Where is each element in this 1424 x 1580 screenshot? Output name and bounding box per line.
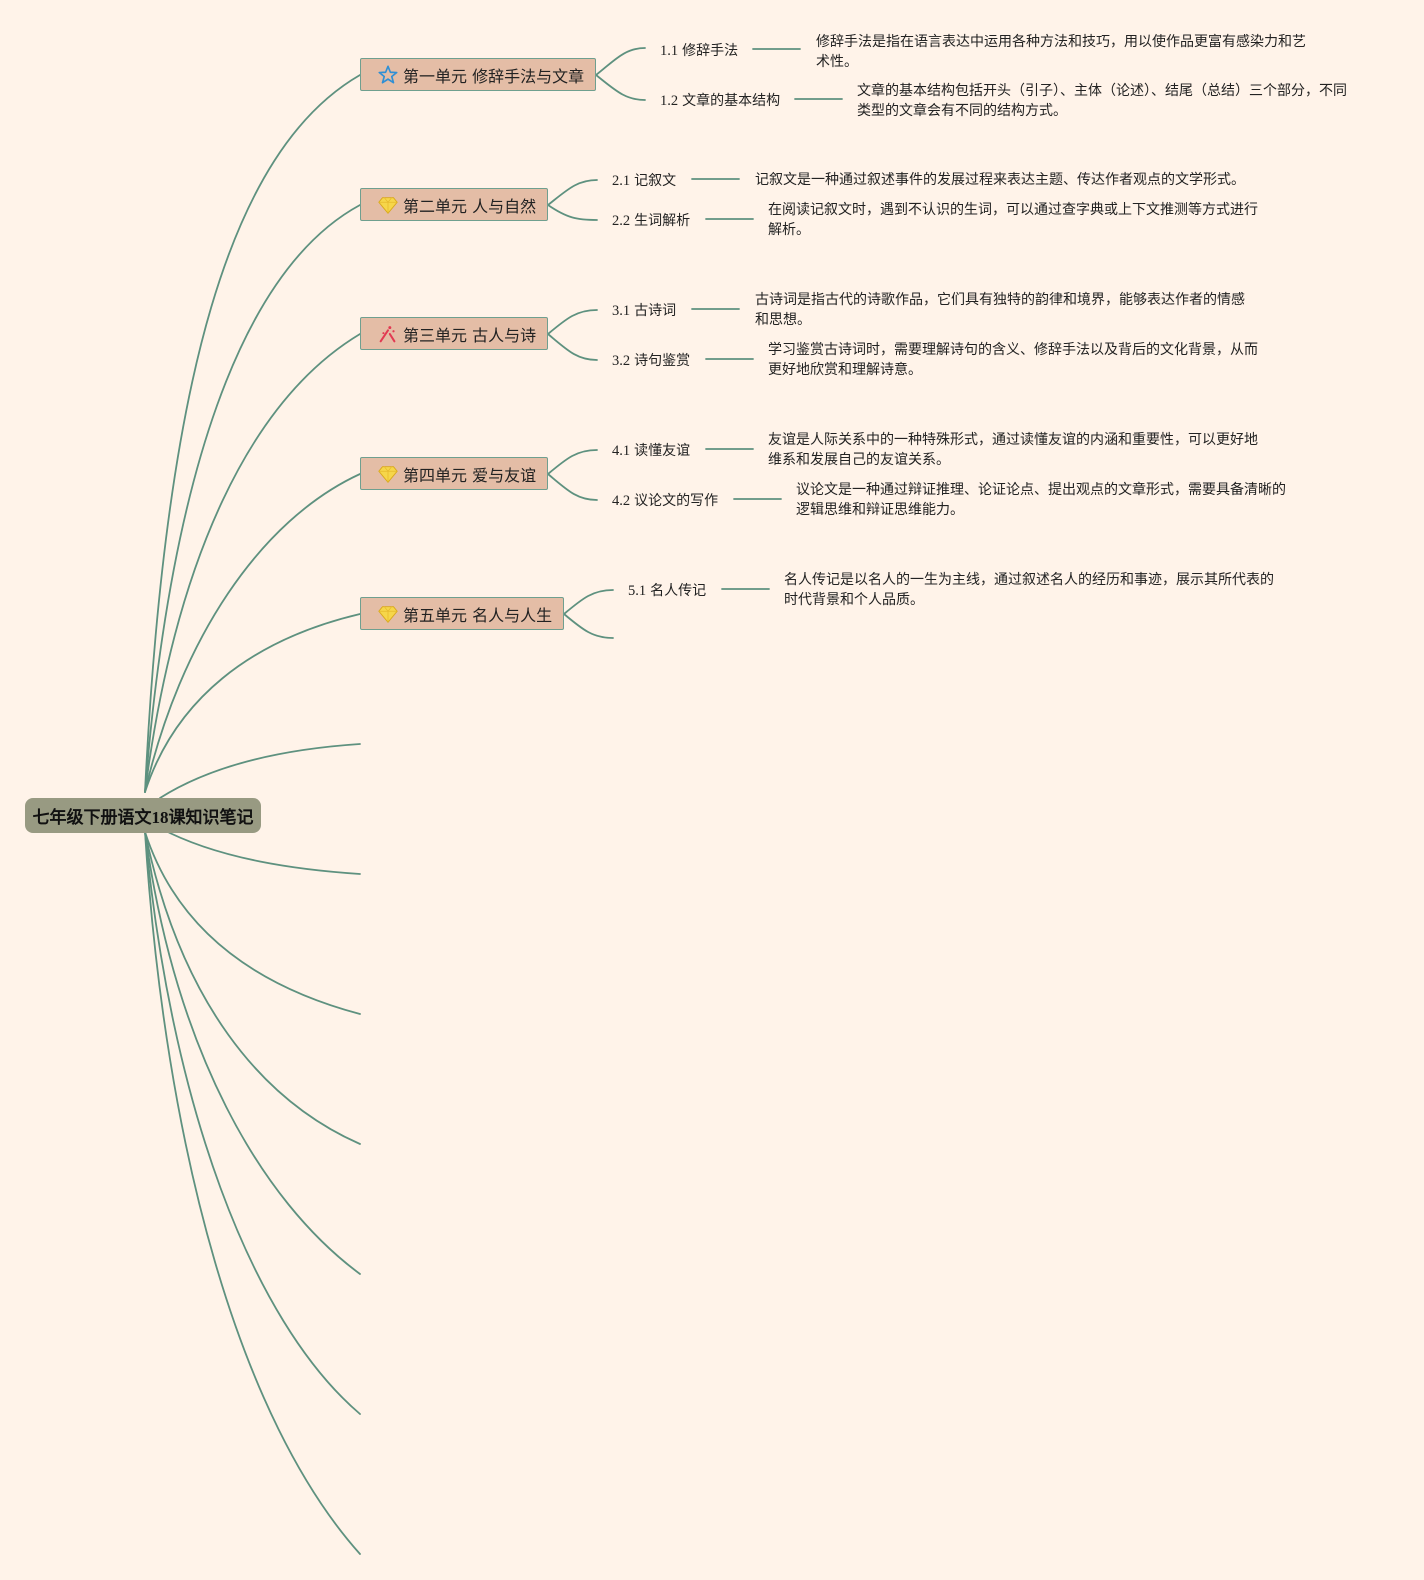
connector-unit4-sub1 <box>547 449 598 475</box>
sub-label: 读懂友谊 <box>634 443 691 459</box>
unit-node-4[interactable]: 第四单元 爱与友谊 <box>360 457 548 490</box>
sub-label: 生词解析 <box>634 213 691 229</box>
unit-node-1[interactable]: 第一单元 修辞手法与文章 <box>360 58 596 91</box>
connector-unit1-sub1 <box>595 47 646 76</box>
star-icon <box>377 64 399 86</box>
desc-3-2: 学习鉴赏古诗词时，需要理解诗句的含义、修辞手法以及背后的文化背景，从而更好地欣赏… <box>768 342 1258 378</box>
connector-empty-4 <box>144 831 361 1145</box>
sub-label: 文章的基本结构 <box>682 93 781 109</box>
unit-label: 第二单元 人与自然 <box>403 196 537 216</box>
unit-label: 第三单元 古人与诗 <box>403 325 537 345</box>
root-title: 七年级下册语文18课知识笔记 <box>32 808 254 827</box>
connector-root-unit5 <box>144 613 361 793</box>
connector-unit2-sub2 <box>547 204 598 221</box>
sub-label: 记叙文 <box>634 173 677 189</box>
sub-number: 3.2 <box>612 353 631 369</box>
gem-icon <box>377 194 399 216</box>
unit-node-2[interactable]: 第二单元 人与自然 <box>360 188 548 221</box>
sub-label: 修辞手法 <box>682 43 739 59</box>
sub-label: 诗句鉴赏 <box>634 353 691 369</box>
sub-label: 古诗词 <box>634 303 677 319</box>
sub-label: 议论文的写作 <box>634 493 719 509</box>
unit-node-3[interactable]: 第三单元 古人与诗 <box>360 317 548 350</box>
connector-root-unit3 <box>144 333 361 793</box>
connector-root-unit2 <box>144 204 361 793</box>
connector-empty-6 <box>144 831 361 1415</box>
connector-unit5-empty <box>563 613 614 639</box>
sub-number: 4.1 <box>612 443 631 459</box>
unit-node-5[interactable]: 第五单元 名人与人生 <box>360 597 564 630</box>
connector-empty-7 <box>144 831 361 1555</box>
desc-3-1: 古诗词是指古代的诗歌作品，它们具有独特的韵律和境界，能够表达作者的情感和思想。 <box>755 292 1245 328</box>
connector-empty-2 <box>159 827 361 875</box>
connector-unit3-sub1 <box>547 309 598 335</box>
unit-label: 第五单元 名人与人生 <box>403 605 553 625</box>
connector-empty-5 <box>144 831 361 1275</box>
desc-1-2: 文章的基本结构包括开头（引子）、主体（论述）、结尾（总结）三个部分，不同类型的文… <box>857 83 1347 119</box>
desc-2-1: 记叙文是一种通过叙述事件的发展过程来表达主题、传达作者观点的文学形式。 <box>755 172 1245 188</box>
desc-4-1: 友谊是人际关系中的一种特殊形式，通过读懂友谊的内涵和重要性，可以更好地维系和发展… <box>768 432 1258 468</box>
unit-label: 第一单元 修辞手法与文章 <box>403 66 585 86</box>
sub-number: 4.2 <box>612 493 631 509</box>
gem-icon <box>377 463 399 485</box>
connector-root-unit4 <box>144 473 361 793</box>
sub-number: 1.2 <box>660 93 679 109</box>
sub-number: 2.2 <box>612 213 631 229</box>
unit-label: 第四单元 爱与友谊 <box>403 465 537 485</box>
desc-2-2: 在阅读记叙文时，遇到不认识的生词，可以通过查字典或上下文推测等方式进行解析。 <box>768 202 1258 238</box>
desc-1-1: 修辞手法是指在语言表达中运用各种方法和技巧，用以使作品更富有感染力和艺术性。 <box>816 34 1306 70</box>
root-node[interactable]: 七年级下册语文18课知识笔记 <box>25 798 261 833</box>
sub-number: 1.1 <box>660 43 679 59</box>
desc-4-2: 议论文是一种通过辩证推理、论证论点、提出观点的文章形式，需要具备清晰的逻辑思维和… <box>796 482 1286 518</box>
gem-icon <box>377 603 399 625</box>
sub-label: 名人传记 <box>650 583 707 599</box>
connector-unit1-sub2 <box>595 74 646 101</box>
connector-root-unit1 <box>144 74 361 793</box>
connector-empty-3 <box>144 831 361 1015</box>
desc-5-1: 名人传记是以名人的一生为主线，通过叙述名人的经历和事迹，展示其所代表的时代背景和… <box>784 572 1274 608</box>
sub-number: 2.1 <box>612 173 631 189</box>
sparkle-icon <box>377 323 399 345</box>
connector-unit2-sub1 <box>547 179 598 206</box>
sub-number: 5.1 <box>628 583 647 599</box>
connector-unit5-sub1 <box>563 589 614 615</box>
connector-empty-1 <box>159 743 361 799</box>
connector-unit3-sub2 <box>547 333 598 361</box>
sub-number: 3.1 <box>612 303 631 319</box>
connector-unit4-sub2 <box>547 473 598 501</box>
